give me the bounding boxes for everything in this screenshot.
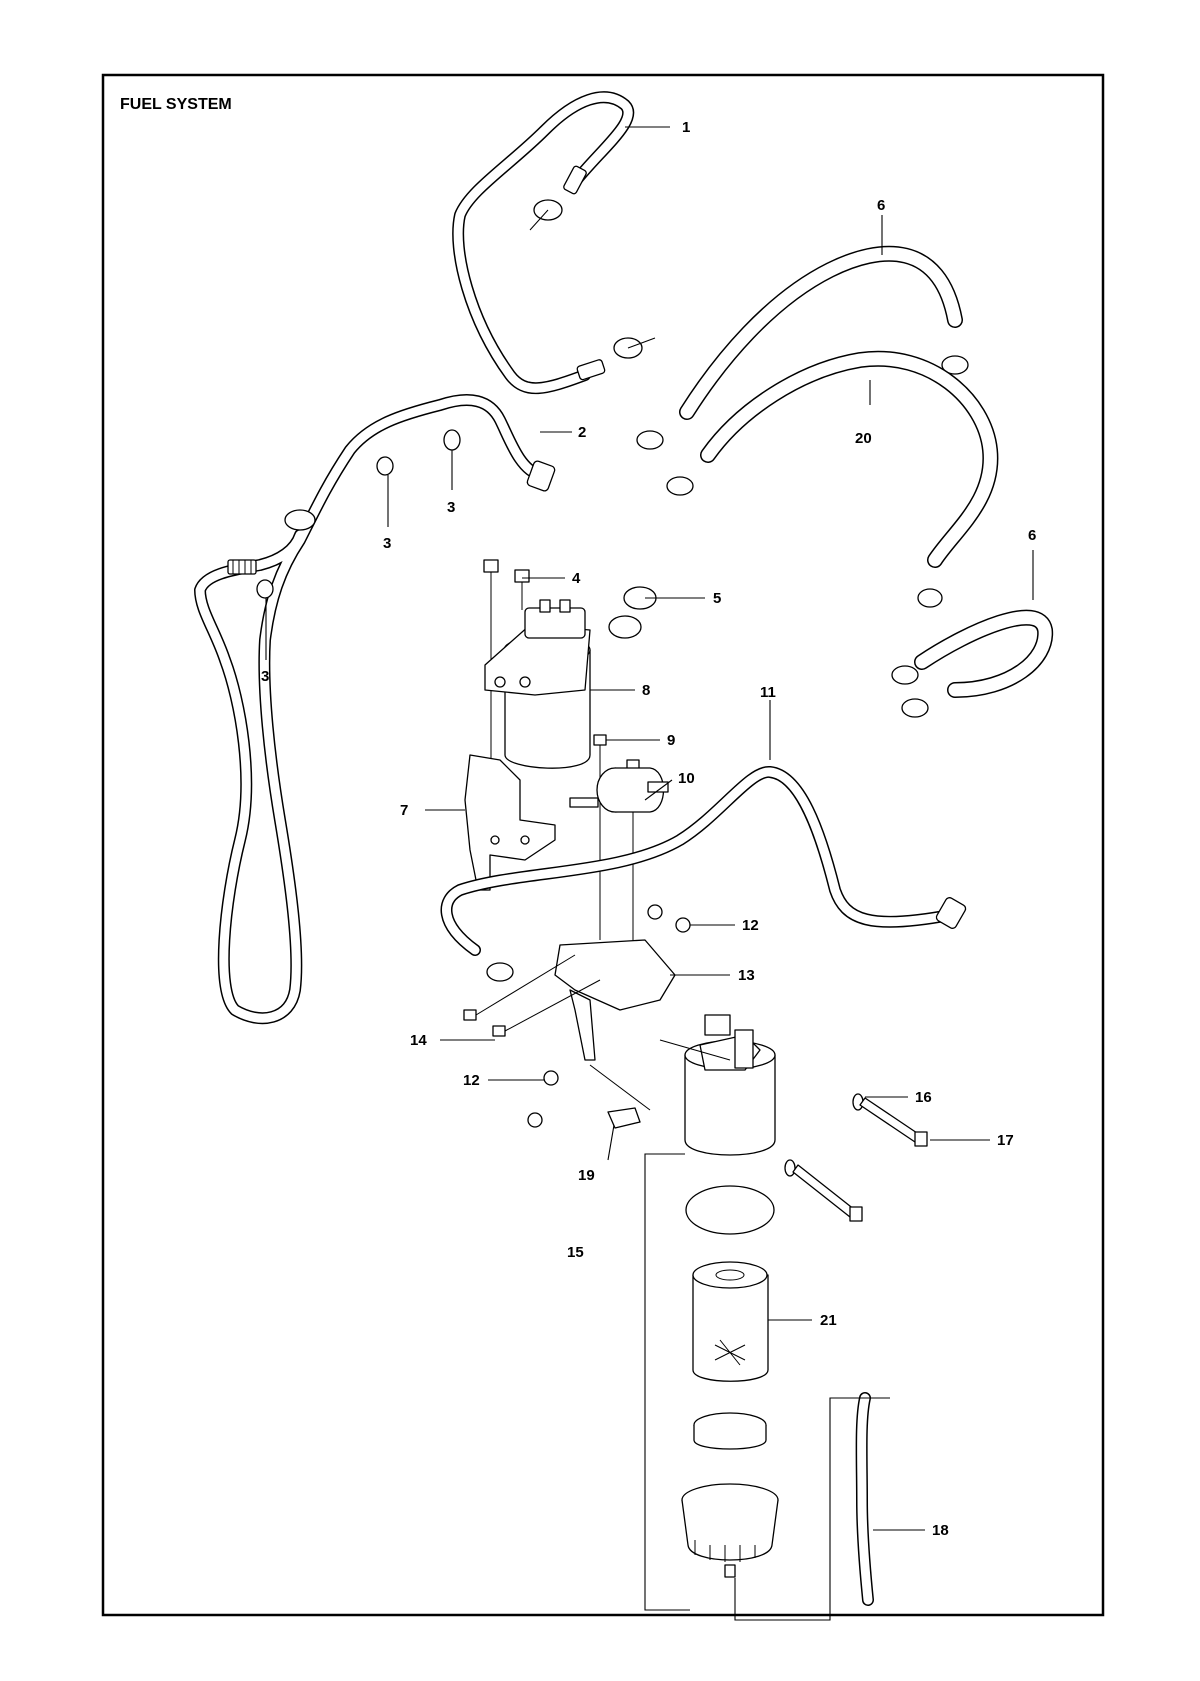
callout-13: 13	[738, 967, 755, 984]
callout-19: 19	[578, 1167, 595, 1184]
callout-20: 20	[855, 430, 872, 447]
callout-1: 1	[682, 119, 690, 136]
callout-14: 14	[410, 1032, 427, 1049]
diagram-frame	[101, 73, 1105, 1617]
callout-labels: 1 6 2 20 3 3 6 4 5 3 8 11 9 10 7 12 13 1…	[261, 119, 1036, 1539]
part-3-clips	[256, 429, 461, 599]
part-18-hose	[855, 1392, 874, 1606]
callout-6-top: 6	[877, 197, 885, 214]
part-20-hose	[700, 350, 999, 608]
callout-7: 7	[400, 802, 408, 819]
part-10-fuel-pump	[569, 767, 669, 813]
part-11-hose	[440, 766, 967, 982]
callout-2: 2	[578, 424, 586, 441]
part-14-bolts	[463, 954, 601, 1037]
callout-5: 5	[713, 590, 721, 607]
callout-9: 9	[667, 732, 675, 749]
callout-12-b: 12	[463, 1072, 480, 1089]
callout-10: 10	[678, 770, 695, 787]
part-12-nuts	[527, 904, 691, 1128]
part-15-filter-bowl-parts	[681, 1185, 779, 1578]
part-13-bracket	[554, 939, 676, 1061]
callout-3-c: 3	[261, 668, 269, 685]
part-5-clamps	[608, 586, 657, 639]
callout-17: 17	[997, 1132, 1014, 1149]
part-15-water-separator	[589, 1014, 776, 1156]
part-8-filter-assembly	[484, 599, 591, 769]
callout-6-lower: 6	[1028, 527, 1036, 544]
leader-lines	[265, 126, 1034, 1621]
callout-8: 8	[642, 682, 650, 699]
part-6-hose-top	[636, 245, 969, 496]
diagram-title: FUEL SYSTEM	[120, 96, 232, 113]
callout-12-a: 12	[742, 917, 759, 934]
callout-11: 11	[760, 684, 776, 701]
part-7-bracket	[464, 754, 556, 891]
callout-18: 18	[932, 1522, 949, 1539]
callout-21: 21	[820, 1312, 837, 1329]
part-16-washers	[784, 1093, 864, 1177]
part-19-fitting	[607, 1107, 641, 1129]
part-1-hose	[452, 91, 656, 395]
callout-15: 15	[567, 1244, 584, 1261]
callout-3-b: 3	[383, 535, 391, 552]
callout-3-a: 3	[447, 499, 455, 516]
callout-4: 4	[572, 570, 581, 587]
part-17-bolts	[792, 1097, 928, 1222]
callout-16: 16	[915, 1089, 932, 1106]
part-6-hose-lower	[891, 609, 1054, 718]
part-2-hose	[194, 394, 556, 1025]
